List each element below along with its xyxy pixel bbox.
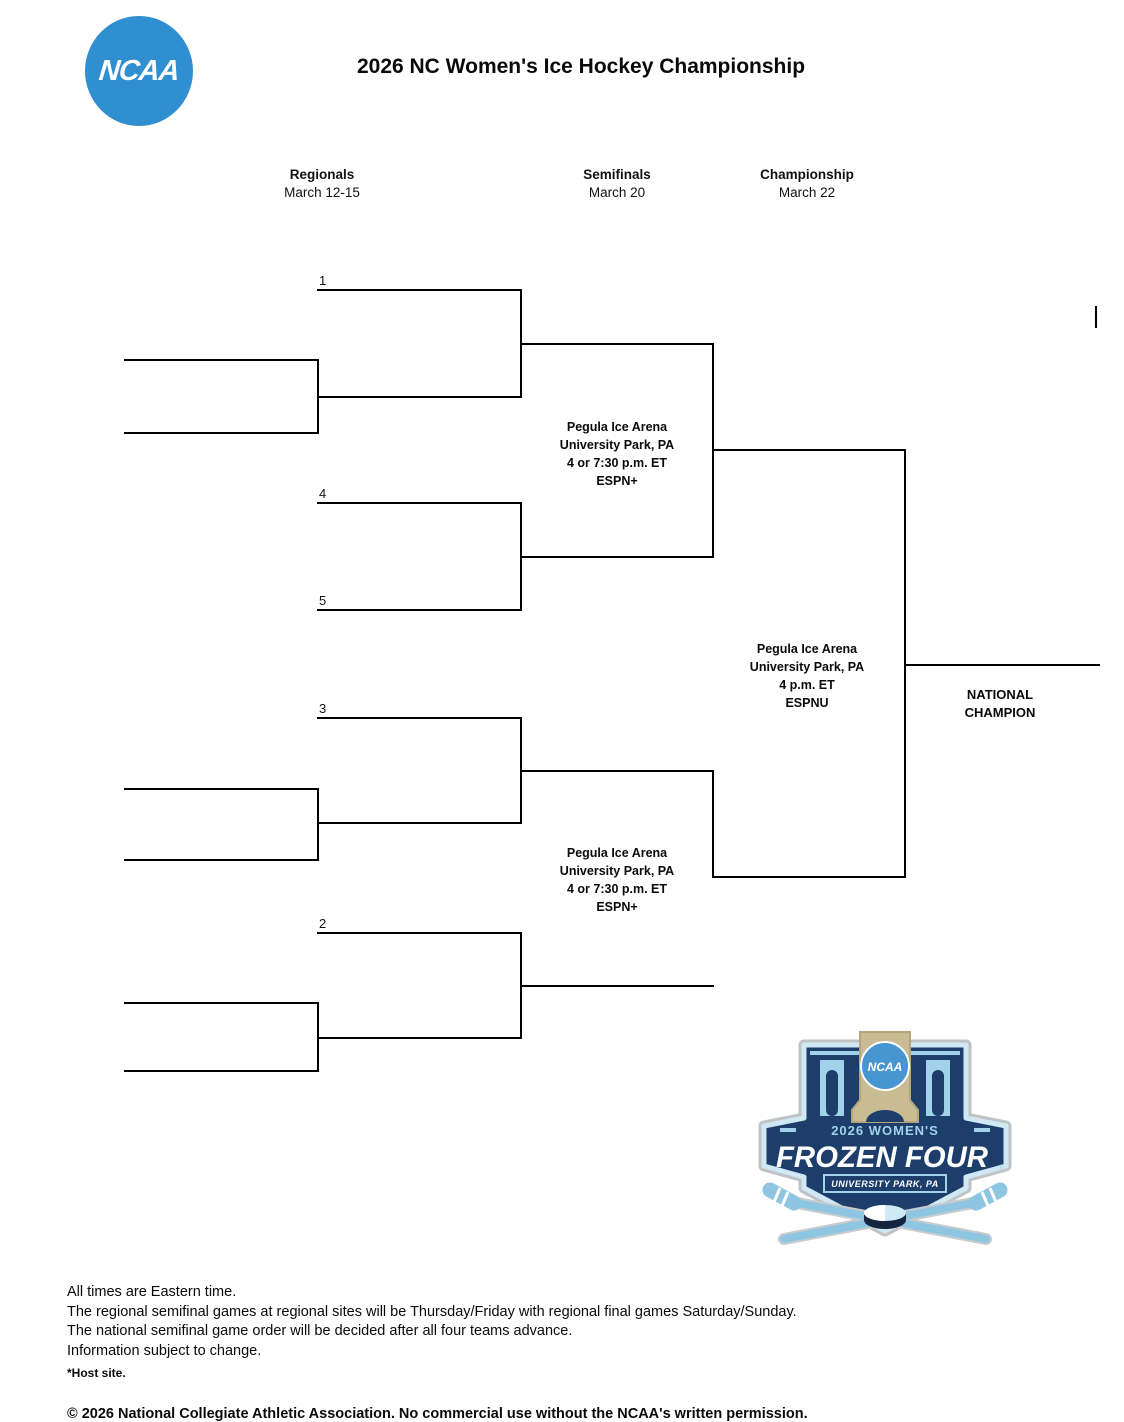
venue-location: University Park, PA — [559, 438, 675, 452]
bracket-line-game1-bottom — [124, 432, 318, 434]
bracket-line-game2-winner — [317, 822, 522, 824]
bracket-vline-semifinal1 — [712, 343, 714, 558]
bracket-line-regional2-winner — [520, 556, 714, 558]
bracket-line-semifinal2-winner — [712, 876, 906, 878]
bracket-line-seed4 — [317, 502, 522, 504]
page-title: 2026 NC Women's Ice Hockey Championship — [356, 55, 806, 78]
round-date: March 22 — [778, 185, 836, 200]
national-champion-line1: NATIONAL — [966, 687, 1034, 702]
round-name: Championship — [760, 167, 854, 182]
frozen-four-logo-graphic: NCAA 2026 WOMEN'S FROZEN FOUR ® UNIVERSI… — [758, 1031, 1012, 1245]
semifinal-top-venue-block: Pegula Ice Arena University Park, PA 4 o… — [560, 418, 674, 490]
puck-icon — [864, 1205, 906, 1229]
seed-3-label: 3 — [319, 701, 327, 716]
footer-note-line: The national semifinal game order will b… — [67, 1323, 573, 1339]
footer-notes: All times are Eastern time. The regional… — [67, 1283, 808, 1422]
bracket-line-semifinal1-winner — [712, 449, 906, 451]
trophy-ncaa-text: NCAA — [868, 1060, 903, 1074]
bracket-line-seed1 — [317, 289, 522, 291]
year-dash-left — [780, 1128, 796, 1132]
bracket-vline-championship-top — [904, 449, 906, 666]
frozen-four-logo: NCAA 2026 WOMEN'S FROZEN FOUR ® UNIVERSI… — [758, 1030, 1014, 1253]
ncaa-logo-text: NCAA — [97, 54, 181, 87]
bracket-line-game3-top — [124, 1002, 318, 1004]
trophy-ncaa-circle — [860, 1041, 910, 1091]
seed-5-label: 5 — [319, 593, 327, 608]
bracket-vline-game2 — [317, 788, 319, 861]
venue-name: Pegula Ice Arena — [756, 642, 858, 656]
bracket-line-regional4-winner — [520, 985, 714, 987]
copyright-notice: © 2026 National Collegiate Athletic Asso… — [67, 1405, 808, 1422]
trophy-arch — [866, 1110, 904, 1122]
bracket-line-regional1-winner — [520, 343, 714, 345]
venue-network: ESPN+ — [596, 474, 638, 488]
round-header-championship: Championship March 22 — [760, 166, 854, 202]
national-champion-label: NATIONAL CHAMPION — [965, 686, 1036, 722]
venue-name: Pegula Ice Arena — [566, 420, 668, 434]
footer-note-line: The regional semifinal games at regional… — [67, 1303, 797, 1320]
seed-4-label: 4 — [319, 486, 327, 501]
venue-name: Pegula Ice Arena — [566, 846, 668, 860]
venue-network: ESPN+ — [596, 900, 638, 914]
year-dash-right — [974, 1128, 990, 1132]
bracket-vline-regional4 — [520, 932, 522, 1039]
frozen-four-title-text: FROZEN FOUR — [776, 1141, 988, 1174]
footer-note-line: All times are Eastern time. — [67, 1284, 237, 1300]
seed-2-label: 2 — [319, 916, 327, 931]
seed-1-label: 1 — [319, 273, 327, 288]
bracket-vline-regional1 — [520, 289, 522, 398]
bracket-vline-game3 — [317, 1002, 319, 1072]
bracket-line-seed2 — [317, 932, 522, 934]
bracket-line-game3-bottom — [124, 1070, 318, 1072]
round-date: March 12-15 — [284, 185, 360, 200]
venue-location: University Park, PA — [559, 864, 675, 878]
bracket-line-seed3 — [317, 717, 522, 719]
frozen-four-year-text: 2026 WOMEN'S — [831, 1123, 939, 1138]
venue-location: University Park, PA — [749, 660, 865, 674]
frozen-four-registered-mark: ® — [998, 1164, 1004, 1172]
bracket-line-regional3-winner — [520, 770, 714, 772]
round-header-semifinals: Semifinals March 20 — [583, 166, 651, 202]
venue-network: ESPNU — [785, 696, 829, 710]
round-date: March 20 — [588, 185, 646, 200]
round-header-regionals: Regionals March 12-15 — [284, 166, 360, 202]
bracket-line-champion — [904, 664, 1100, 666]
bracket-line-game2-bottom — [124, 859, 318, 861]
arena-window-right-arch — [932, 1070, 944, 1116]
ncaa-logo-icon: NCAA ® — [85, 16, 193, 126]
championship-venue-block: Pegula Ice Arena University Park, PA 4 p… — [750, 640, 864, 712]
footer-note-line: Information subject to change. — [67, 1342, 262, 1359]
stray-tick-mark — [1095, 306, 1097, 328]
host-site-note: *Host site. — [67, 1366, 126, 1380]
national-champion-line2: CHAMPION — [964, 705, 1036, 720]
registered-mark: ® — [183, 109, 191, 120]
venue-time: 4 or 7:30 p.m. ET — [566, 456, 668, 470]
venue-time: 4 or 7:30 p.m. ET — [566, 882, 668, 896]
bracket-line-game1-top — [124, 359, 318, 361]
bracket-line-game3-winner — [317, 1037, 522, 1039]
round-name: Regionals — [289, 167, 355, 182]
bracket-vline-championship-bottom — [904, 664, 906, 878]
venue-time: 4 p.m. ET — [779, 678, 835, 692]
bracket-line-seed5 — [317, 609, 522, 611]
round-name: Semifinals — [583, 167, 651, 182]
frozen-four-location-text: UNIVERSITY PARK, PA — [831, 1179, 939, 1189]
arena-window-left-arch — [826, 1070, 838, 1116]
location-box — [823, 1174, 947, 1193]
bracket-vline-regional2 — [520, 502, 522, 611]
semifinal-bottom-venue-block: Pegula Ice Arena University Park, PA 4 o… — [560, 844, 674, 916]
bracket-vline-semifinal2 — [712, 770, 714, 878]
bracket-vline-regional3 — [520, 717, 522, 824]
bracket-line-game2-top — [124, 788, 318, 790]
bracket-vline-game1 — [317, 359, 319, 434]
bracket-line-game1-winner — [317, 396, 522, 398]
